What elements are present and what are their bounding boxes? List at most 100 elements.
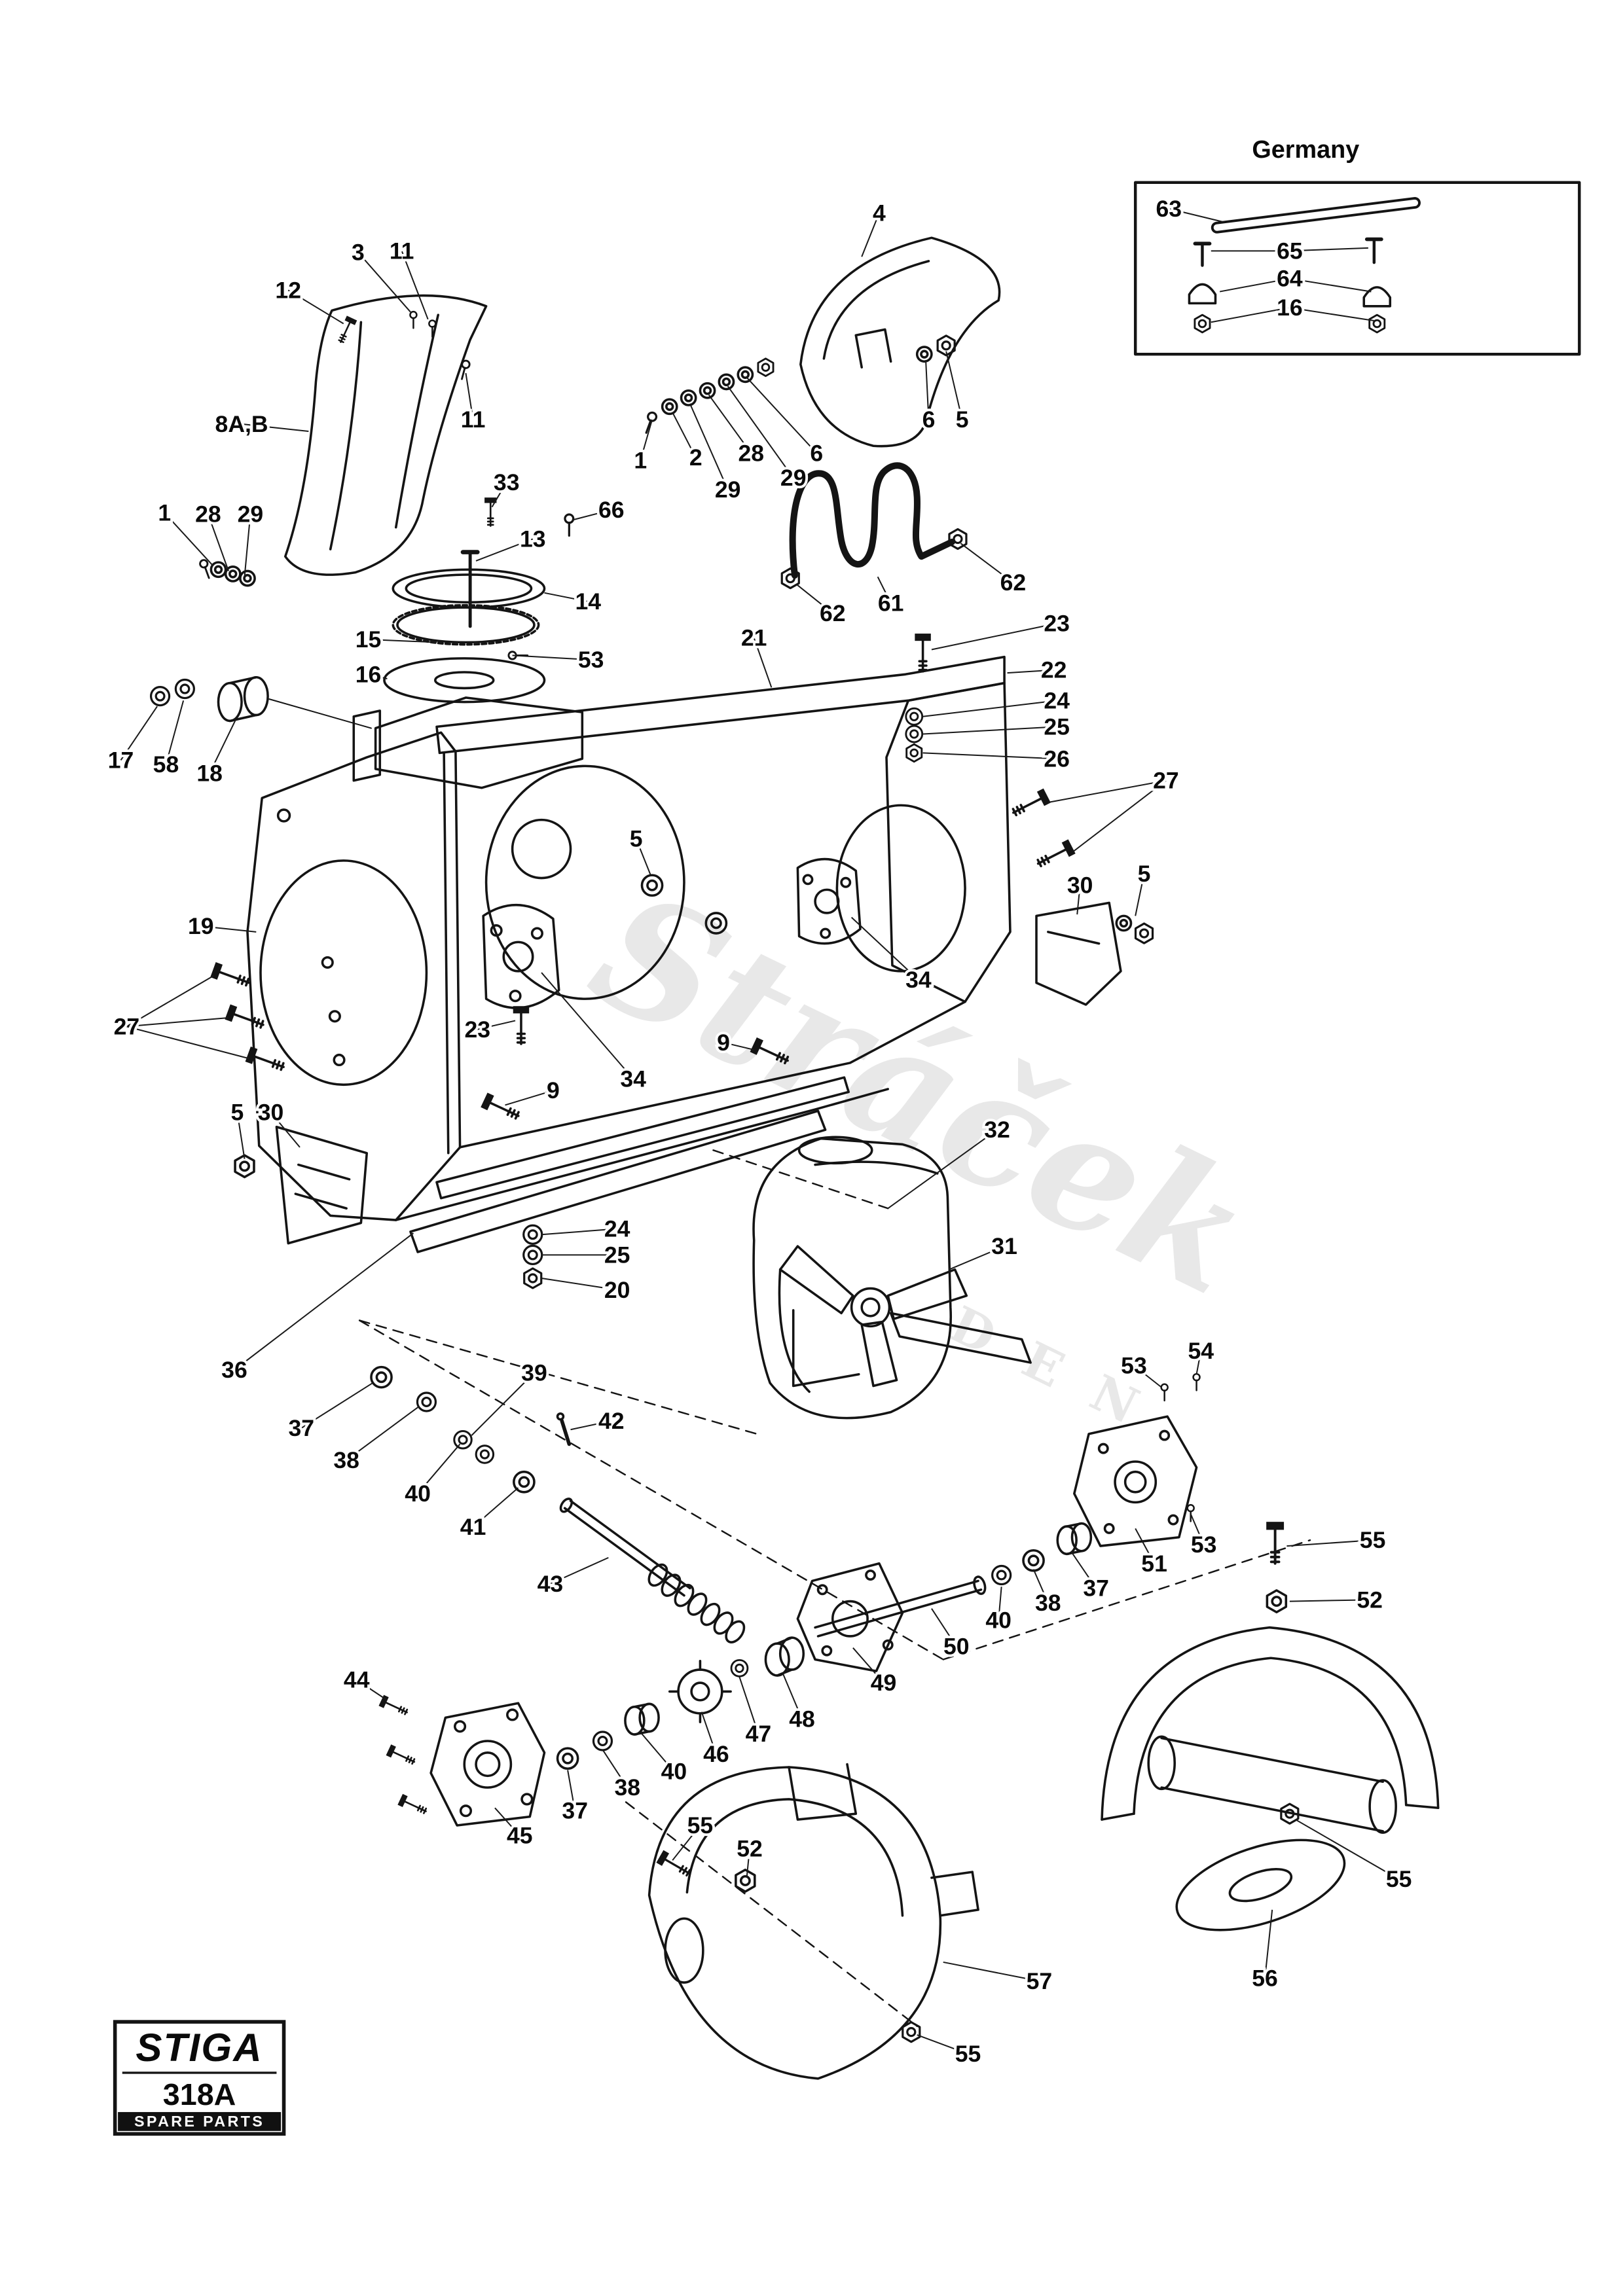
part-number-17: 17 [108, 747, 134, 773]
part-number-48: 48 [789, 1706, 815, 1732]
leader-line [572, 509, 612, 521]
bearing-mount [149, 675, 372, 729]
part-number-39: 39 [521, 1360, 547, 1386]
leader-line [701, 1712, 717, 1755]
auger-housing [209, 632, 1154, 1289]
leader-line [1072, 780, 1167, 853]
leader-line [1032, 1569, 1049, 1604]
leader-line [126, 1017, 229, 1028]
part-number-2: 2 [689, 444, 702, 471]
part-number-22: 22 [1041, 657, 1067, 683]
part-number-32: 32 [984, 1117, 1010, 1143]
part-number-53: 53 [1191, 1532, 1217, 1558]
part-number-42: 42 [598, 1408, 625, 1434]
part-number-5: 5 [1138, 861, 1151, 887]
part-number-55: 55 [955, 2041, 981, 2067]
leader-line [861, 213, 880, 257]
part-number-29: 29 [238, 501, 264, 528]
part-number-3: 3 [352, 240, 365, 266]
part-number-54: 54 [1188, 1338, 1214, 1364]
part-number-20: 20 [604, 1277, 630, 1303]
leader-line [417, 1443, 461, 1494]
leader-line [1133, 1365, 1162, 1388]
part-number-66: 66 [598, 497, 625, 523]
watermark-primary: Stráček [565, 852, 1279, 1331]
leader-line [541, 1228, 617, 1236]
leader-line [241, 423, 309, 433]
leader-line [931, 1608, 957, 1647]
part-number-9: 9 [547, 1077, 560, 1103]
caption-bar [118, 2111, 282, 2131]
leader-line [491, 482, 507, 508]
leader-line [541, 1277, 617, 1291]
part-number-41: 41 [460, 1514, 486, 1540]
leader-line [1190, 1513, 1205, 1545]
leader-line [943, 1961, 1040, 1982]
part-number-33: 33 [494, 469, 520, 495]
lower-bearing-housing [378, 1694, 660, 1827]
leader-line [672, 412, 697, 458]
part-number-30: 30 [1067, 872, 1093, 899]
part-number-58: 58 [153, 751, 179, 778]
leader-line [852, 1647, 884, 1683]
leader-line [602, 1749, 629, 1788]
part-number-44: 44 [344, 1667, 370, 1693]
part-number-30: 30 [258, 1100, 284, 1126]
leader-line [1264, 1909, 1273, 1979]
chute-base [352, 496, 584, 789]
part-number-5: 5 [231, 1100, 244, 1126]
leader-line [1169, 207, 1223, 223]
part-number-37: 37 [562, 1798, 588, 1824]
part-number-61: 61 [878, 590, 904, 616]
leader-line [346, 1405, 420, 1461]
part-number-64: 64 [1277, 266, 1303, 292]
leader-line [234, 1232, 414, 1371]
hood-deflector [641, 236, 1001, 448]
shaft-assembly [370, 1365, 1288, 1723]
heating-element [780, 462, 968, 590]
part-number-45: 45 [507, 1823, 533, 1849]
inset-title: Germany [1252, 136, 1359, 164]
part-number-36: 36 [221, 1357, 247, 1383]
leader-line [368, 638, 437, 643]
part-number-31: 31 [991, 1233, 1017, 1259]
leader-line [795, 583, 833, 614]
leader-line [1135, 1528, 1155, 1564]
exploded-drawing [149, 181, 1581, 2080]
part-number-27: 27 [114, 1013, 140, 1039]
leader-line [1295, 1819, 1400, 1880]
leader-line [244, 514, 251, 577]
part-number-55: 55 [687, 1812, 714, 1839]
part-number-5: 5 [956, 406, 969, 433]
leader-line [570, 1420, 612, 1431]
leader-line [931, 622, 1057, 651]
chute-deflector [283, 294, 488, 576]
leader-line [877, 576, 892, 603]
leader-line [494, 1807, 520, 1837]
leader-line [505, 1090, 554, 1106]
leader-line [209, 719, 237, 774]
leader-line [1289, 247, 1368, 252]
leader-line [368, 673, 388, 679]
part-number-9: 9 [717, 1030, 730, 1056]
leader-line [164, 512, 213, 566]
part-number-8A,B: 8A,B [215, 411, 268, 437]
part-number-14: 14 [575, 588, 601, 615]
leader-line [727, 386, 794, 478]
leader-line [287, 289, 344, 325]
leader-line [356, 1679, 388, 1701]
leader-line [1135, 873, 1145, 916]
part-number-6: 6 [810, 440, 823, 466]
leader-line [120, 706, 158, 761]
leader-line [207, 514, 230, 571]
part-number-34: 34 [620, 1066, 646, 1092]
stiga-logo-block: STIGA 318A SPARE PARTS [113, 2020, 286, 2136]
part-number-5: 5 [630, 826, 643, 852]
assembly-axis-lines [358, 1149, 1311, 2027]
leader-line [471, 1372, 535, 1436]
part-number-55: 55 [1360, 1527, 1386, 1553]
part-number-49: 49 [871, 1670, 897, 1696]
part-number-52: 52 [737, 1836, 763, 1862]
model-text: 318A [163, 2077, 236, 2111]
